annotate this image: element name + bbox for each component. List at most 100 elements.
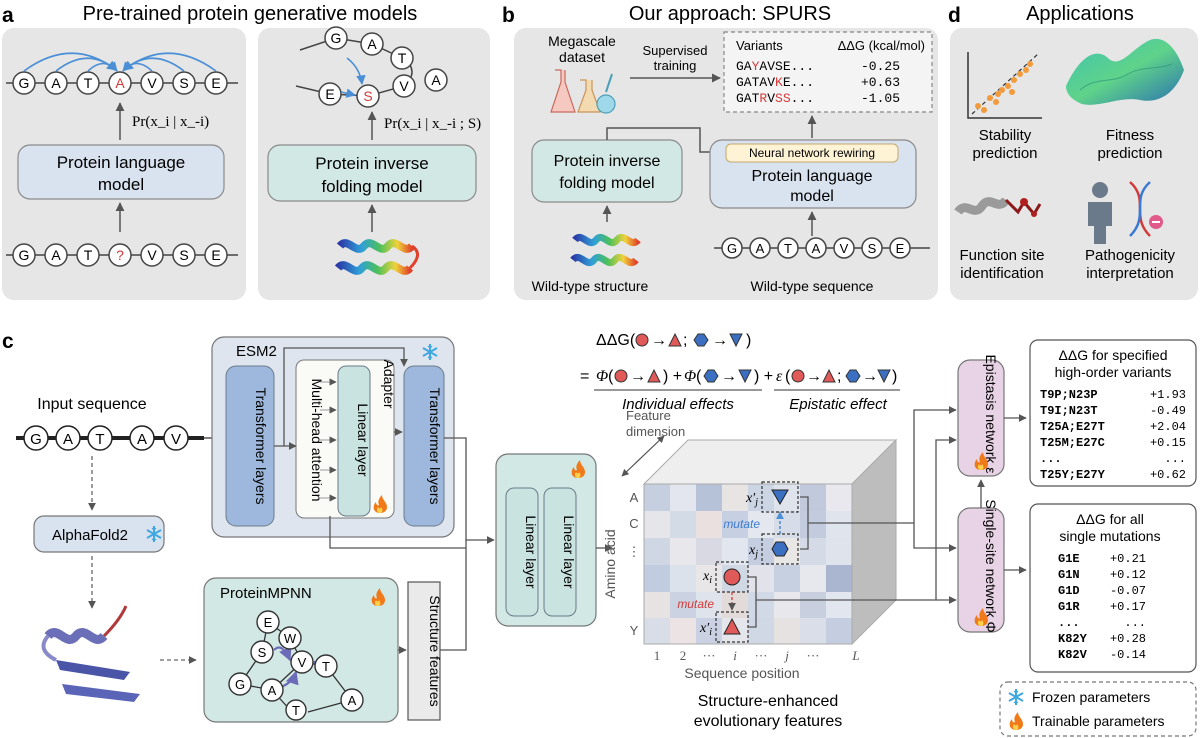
seq-node-label: S bbox=[363, 88, 372, 104]
fitness-landscape-icon bbox=[1066, 38, 1184, 105]
graph-node-label: A bbox=[268, 683, 277, 698]
xi-prime-label: x′i bbox=[699, 621, 712, 638]
cube-j-bracket bbox=[800, 523, 809, 550]
sequence-position-label: Sequence position bbox=[684, 665, 799, 681]
variant-ddg: -0.49 bbox=[1150, 404, 1186, 418]
phi-symbol-1: Φ bbox=[596, 368, 608, 385]
app-fitness-2: prediction bbox=[1097, 145, 1162, 162]
fusion-linear-layer-1 bbox=[505, 487, 539, 617]
seq-node-label: A bbox=[115, 75, 125, 91]
xi-label: xi bbox=[702, 569, 712, 586]
graph-node: G bbox=[228, 672, 252, 696]
xj-prime-label: x′j bbox=[745, 491, 758, 508]
seq-node-label: S bbox=[868, 241, 877, 256]
variant-name: ... bbox=[1040, 452, 1062, 466]
rewiring-arrow bbox=[606, 127, 723, 157]
graph-node-label: V bbox=[298, 655, 307, 670]
alphafold-box bbox=[33, 515, 165, 553]
variant-name: T25Y;E27Y bbox=[1040, 468, 1106, 482]
mutate-j-label: mutate bbox=[723, 517, 760, 531]
app-function-1: Function site bbox=[959, 247, 1044, 264]
fusion-linear-layer-2-label: Linear layer bbox=[561, 515, 577, 588]
app-fitness-1: Fitness bbox=[1106, 127, 1154, 144]
mutation-arrow-text: → bbox=[862, 368, 878, 385]
singlesite-network-label: Single-site network Φ bbox=[983, 499, 999, 632]
pif-label-2: folding model bbox=[321, 177, 422, 196]
dataset-label-2: dataset bbox=[559, 49, 605, 65]
structure-features-label: Structure features bbox=[427, 595, 443, 706]
seq-node: G bbox=[23, 425, 49, 451]
seq-node-target: A bbox=[108, 71, 132, 95]
app-function-2: identification bbox=[960, 265, 1043, 282]
separator-text: ; bbox=[837, 368, 841, 385]
graph-node-label: E bbox=[264, 615, 273, 630]
mutate-i-label: mutate bbox=[677, 597, 714, 611]
variant-name: T25M;E27C bbox=[1040, 436, 1105, 450]
app-pathogenicity-1: Pathogenicity bbox=[1085, 247, 1176, 264]
panel-a-bottom-sequence: G A T ? V S E bbox=[12, 243, 228, 267]
seq-node: V bbox=[833, 237, 855, 259]
seq-node: S bbox=[172, 243, 196, 267]
legend-frozen-label: Frozen parameters bbox=[1032, 689, 1150, 705]
variant-ddg: -0.14 bbox=[1110, 648, 1146, 662]
cube-to-singlesite-arrow bbox=[913, 523, 957, 552]
variant-row-value: -1.05 bbox=[861, 91, 900, 106]
seq-node-label: G bbox=[727, 241, 737, 256]
seq-node-label: A bbox=[137, 431, 147, 448]
protein-structure-icon bbox=[41, 605, 140, 702]
mutant-j-box bbox=[761, 481, 799, 513]
panel-a-top-sequence: G A T A V S E bbox=[12, 71, 228, 95]
single-results-box bbox=[1029, 503, 1197, 673]
mutant-i-glyph bbox=[723, 617, 741, 635]
seq-node-label: G bbox=[19, 247, 30, 263]
seq-node-label: A bbox=[51, 75, 61, 91]
pif-label-1: Protein inverse bbox=[315, 154, 428, 173]
seq-node: T bbox=[87, 425, 113, 451]
esm-linear-layer bbox=[337, 365, 371, 517]
seq-node-label: T bbox=[95, 431, 104, 448]
phi-symbol-2: Φ bbox=[684, 368, 696, 385]
heatmap-cells bbox=[644, 484, 852, 644]
seq-node: A bbox=[129, 425, 155, 451]
seq-node: E bbox=[889, 237, 911, 259]
paren-open: ( bbox=[696, 368, 702, 385]
paren-close: ) bbox=[746, 332, 751, 349]
nn-rewiring-label: Neural network rewiring bbox=[749, 146, 875, 160]
legend-trainable-label: Trainable parameters bbox=[1032, 713, 1165, 729]
pif-box bbox=[267, 144, 477, 202]
variant-name: T25A;E27T bbox=[1040, 420, 1105, 434]
seq-node: V bbox=[163, 425, 189, 451]
pos-tick: L bbox=[851, 648, 859, 663]
wt-structure-label: Wild-type structure bbox=[532, 278, 649, 294]
ddg-header: ΔΔG (kcal/mol) bbox=[838, 38, 925, 53]
seq-node: V bbox=[392, 74, 416, 98]
seq-node-label: A bbox=[812, 241, 821, 256]
variant-name: G1R bbox=[1058, 600, 1080, 614]
seq-node: T bbox=[76, 243, 100, 267]
aa-tick: Y bbox=[630, 623, 639, 638]
pos-tick: ··· bbox=[703, 648, 716, 663]
b-wt-sequence: G A T A V S E bbox=[721, 237, 911, 259]
graph-node-label: T bbox=[322, 659, 330, 674]
variant-rows: GAYAVSE... -0.25 GATAVKE... +0.63 GATRVS… bbox=[736, 59, 900, 106]
seq-node: V bbox=[140, 71, 164, 95]
seq-node-label: E bbox=[896, 241, 905, 256]
seq-node: A bbox=[805, 237, 827, 259]
seq-node-label: S bbox=[179, 247, 188, 263]
seq-node-target: S bbox=[356, 84, 380, 108]
seq-node: A bbox=[749, 237, 771, 259]
high-order-title-2: high-order variants bbox=[1055, 364, 1172, 380]
cube-to-epistasis-arrow bbox=[800, 406, 957, 524]
app-pathogenicity-2: interpretation bbox=[1086, 265, 1174, 282]
seq-node: T bbox=[390, 46, 414, 70]
plus-text: ) + bbox=[754, 368, 773, 385]
ddg-equation: ΔΔG( → ; → ) = Φ ( → ) + Φ ( → ) + ε ( →… bbox=[580, 332, 897, 385]
panel-a-letter: a bbox=[2, 4, 14, 27]
panel-d-letter: d bbox=[948, 4, 961, 27]
mutation-arrow-text: → bbox=[806, 368, 822, 385]
pos-tick: 2 bbox=[680, 648, 687, 663]
feature-cube: mutate x′j xj mutate xi x′i bbox=[642, 438, 898, 646]
seq-node-label: V bbox=[147, 247, 157, 263]
b-plm-label-1: Protein language bbox=[752, 168, 873, 185]
